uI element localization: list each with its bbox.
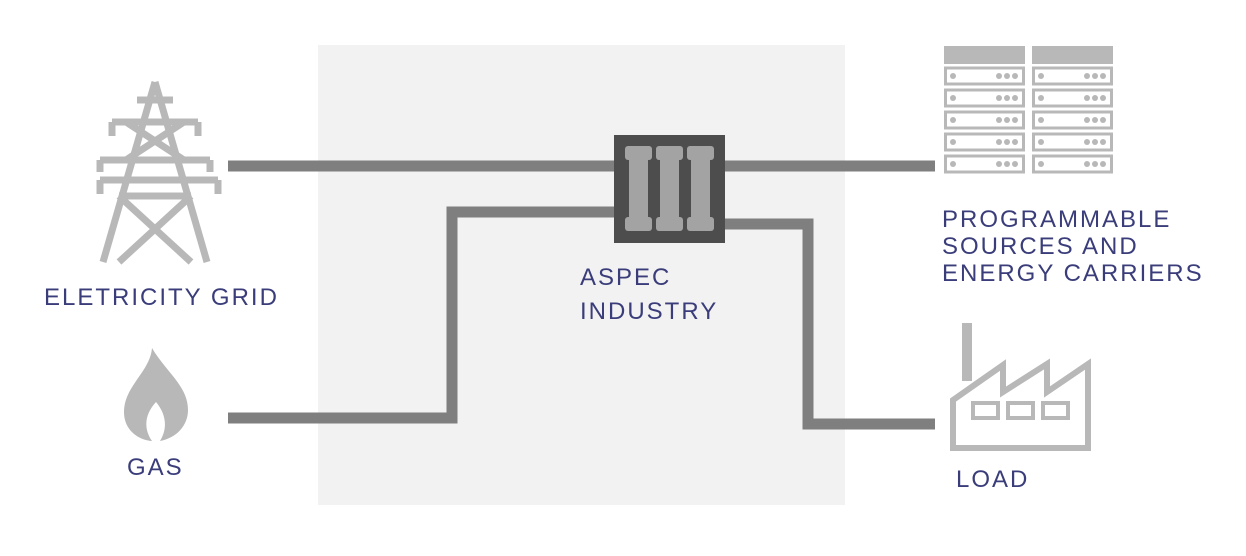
rack-led bbox=[1092, 73, 1098, 79]
transmission-tower-icon bbox=[96, 81, 222, 265]
rack-led bbox=[1084, 139, 1090, 145]
rack-led bbox=[996, 95, 1002, 101]
rack-led bbox=[996, 117, 1002, 123]
rack-unit bbox=[1032, 88, 1113, 108]
factory-icon bbox=[950, 323, 1091, 451]
rack-led bbox=[1038, 73, 1044, 79]
rack-led bbox=[1012, 117, 1018, 123]
rack-unit bbox=[1032, 154, 1113, 174]
rack-led bbox=[1038, 117, 1044, 123]
sources-label-line3: ENERGY CARRIERS bbox=[942, 260, 1204, 287]
rack-led bbox=[1100, 117, 1106, 123]
rack-led bbox=[1092, 117, 1098, 123]
rack-led bbox=[996, 139, 1002, 145]
rack-led bbox=[1004, 95, 1010, 101]
rack-unit bbox=[1032, 66, 1113, 86]
rack-unit bbox=[1032, 110, 1113, 130]
aspec-system-box bbox=[318, 45, 845, 505]
rack-led bbox=[1092, 95, 1098, 101]
aspec-label-line2: INDUSTRY bbox=[580, 298, 719, 325]
rack-led bbox=[1100, 139, 1106, 145]
rack-led bbox=[1004, 73, 1010, 79]
grid-label: ELETRICITY GRID bbox=[44, 284, 279, 311]
flow-lines bbox=[228, 160, 935, 430]
rack-led bbox=[1100, 161, 1106, 167]
rack-led bbox=[1012, 139, 1018, 145]
rack-unit bbox=[944, 66, 1025, 86]
rack-led bbox=[1084, 73, 1090, 79]
rack-led bbox=[950, 139, 956, 145]
aspec-label-line1: ASPEC bbox=[580, 264, 672, 291]
sources-label-line1: PROGRAMMABLE bbox=[942, 206, 1172, 233]
gas-line bbox=[228, 206, 614, 424]
rack-led bbox=[1012, 95, 1018, 101]
rack-led bbox=[1012, 161, 1018, 167]
rack-led bbox=[1038, 139, 1044, 145]
rack-led bbox=[1004, 117, 1010, 123]
rack-led bbox=[1092, 161, 1098, 167]
rack-led bbox=[1004, 161, 1010, 167]
rack-led bbox=[1084, 161, 1090, 167]
rack-led bbox=[996, 161, 1002, 167]
gas-label: GAS bbox=[127, 454, 184, 481]
rack-led bbox=[1004, 139, 1010, 145]
load-line bbox=[725, 218, 935, 430]
rack-led bbox=[1100, 95, 1106, 101]
rack-unit bbox=[944, 88, 1025, 108]
rack-unit bbox=[944, 154, 1025, 174]
rack-led bbox=[1084, 117, 1090, 123]
server-rack-icon bbox=[944, 46, 1113, 174]
rack-led bbox=[950, 73, 956, 79]
converter-icon bbox=[614, 135, 725, 243]
rack-led bbox=[1100, 73, 1106, 79]
rack-led bbox=[950, 161, 956, 167]
rack-led bbox=[950, 117, 956, 123]
rack-led bbox=[1038, 95, 1044, 101]
rack-led bbox=[1092, 139, 1098, 145]
rack-unit bbox=[1032, 132, 1113, 152]
load-label: LOAD bbox=[956, 466, 1030, 493]
flame-icon bbox=[124, 348, 188, 441]
rack-unit bbox=[944, 132, 1025, 152]
rack-led bbox=[1038, 161, 1044, 167]
rack-led bbox=[996, 73, 1002, 79]
rack-led bbox=[1012, 73, 1018, 79]
rack-led bbox=[950, 95, 956, 101]
rack-led bbox=[1084, 95, 1090, 101]
rack-unit bbox=[944, 110, 1025, 130]
sources-label-line2: SOURCES AND bbox=[942, 233, 1139, 260]
